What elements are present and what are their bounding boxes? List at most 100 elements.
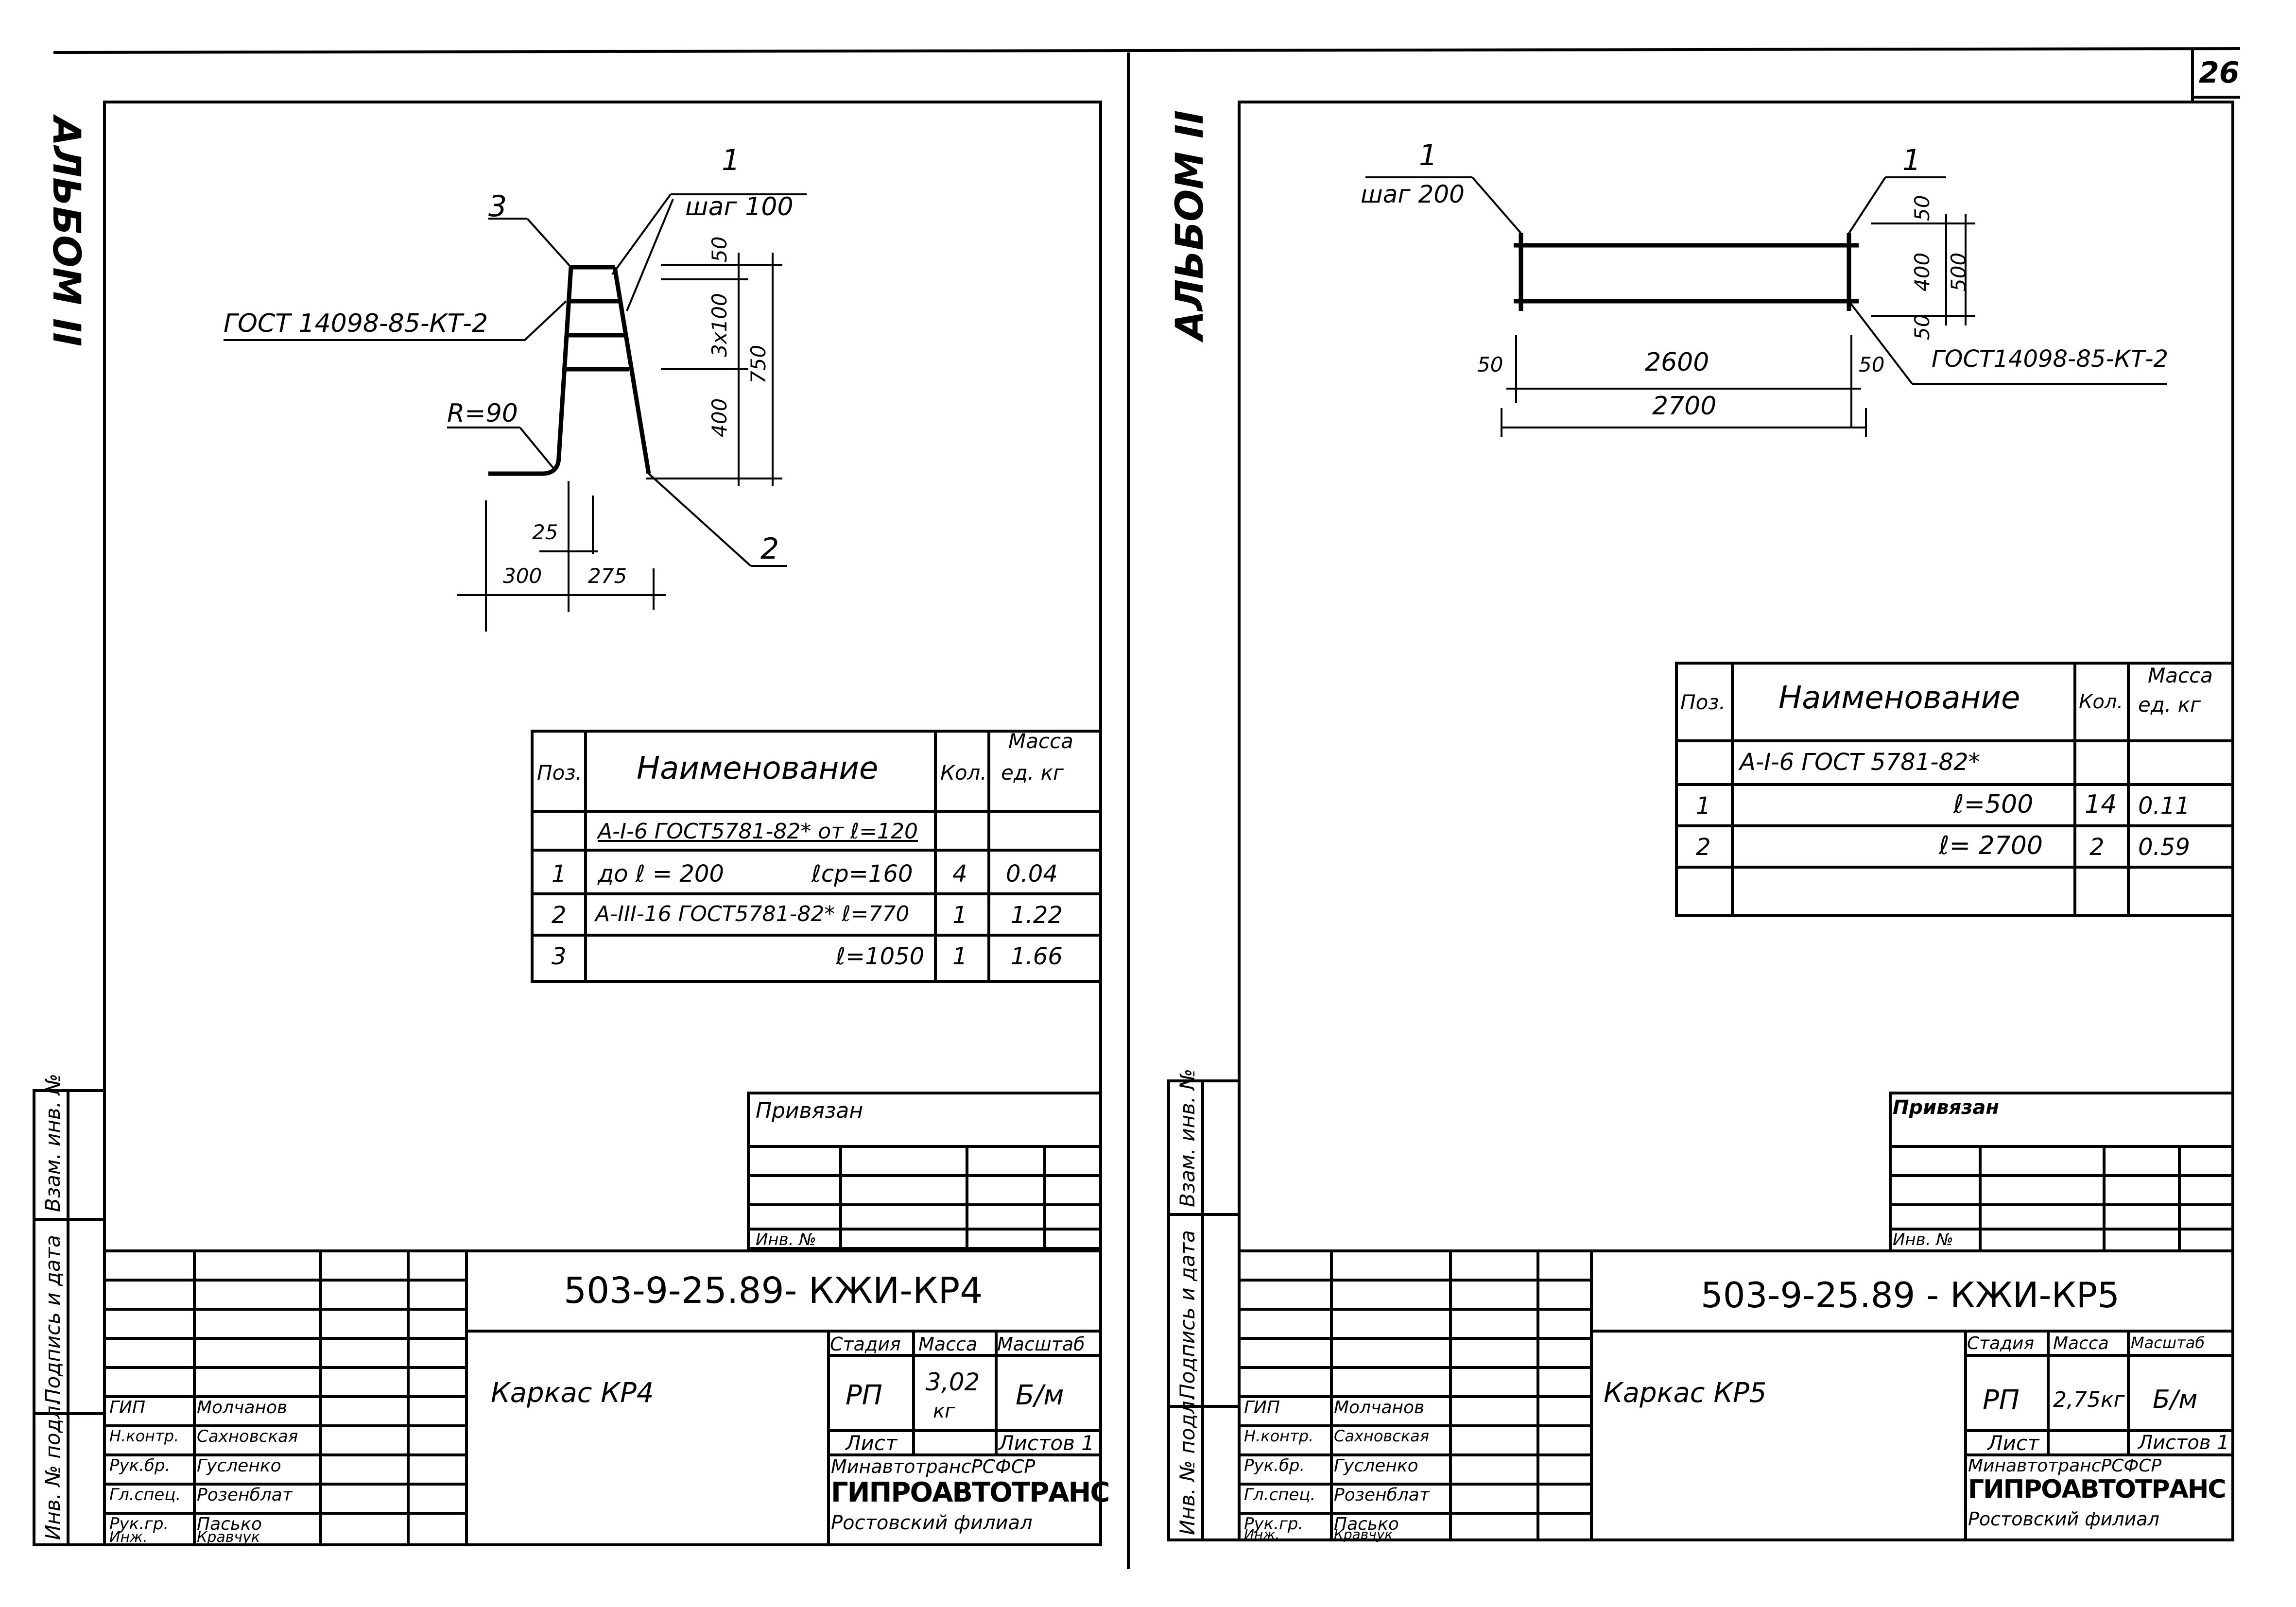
dim-300: 300	[503, 564, 542, 588]
role-rukgr-right: Рук.гр.	[1244, 1514, 1304, 1534]
spec-row-1-name: до ℓ = 200	[598, 860, 724, 888]
spec-header-pos-right: Поз.	[1680, 690, 1726, 714]
dim-400: 400	[1910, 252, 1934, 291]
spec-row-3-pos: 3	[552, 943, 567, 970]
name-gip: Молчанов	[197, 1398, 288, 1418]
organization-ministry-right: МинавтотрансРСФСР	[1968, 1456, 2162, 1476]
spec-row-2-pos: 2	[552, 902, 567, 929]
organization-branch: Ростовский филиал	[831, 1512, 1033, 1534]
role-gip-right: ГИП	[1244, 1398, 1280, 1418]
side-field-inv: Инв. № подл.	[41, 1399, 65, 1540]
position-label-1-left: 1	[1419, 138, 1438, 172]
dim-500: 500	[1947, 252, 1970, 291]
dim-3x100: 3x100	[708, 293, 731, 357]
mass-label: Масса	[918, 1333, 978, 1355]
name-inzh: Кравчук	[197, 1529, 260, 1546]
sheet-label: Лист	[846, 1431, 898, 1455]
organization-branch-right: Ростовский филиал	[1968, 1508, 2159, 1530]
dim-50: 50	[708, 236, 731, 262]
mass-value: 3,02	[926, 1368, 980, 1396]
spec-group-label: А-I-6 ГОСТ5781-82* от ℓ=120	[598, 819, 918, 844]
organization-name: ГИПРОАВТОТРАНС	[831, 1477, 1110, 1508]
dim-50-bottom: 50	[1910, 314, 1934, 340]
dim-275: 275	[588, 564, 627, 588]
name-rukgr: Пасько	[197, 1514, 262, 1534]
mass-unit: кг	[933, 1400, 955, 1422]
step-label-right: шаг 200	[1361, 180, 1465, 208]
role-glspec: Гл.спец.	[109, 1485, 181, 1504]
role-rukgr: Рук.гр.	[109, 1514, 169, 1534]
dim-2600: 2600	[1645, 348, 1709, 377]
spec-row-2-name: А-III-16 ГОСТ5781-82* ℓ=770	[595, 902, 910, 926]
name-rukgr-right: Пасько	[1334, 1514, 1399, 1534]
dim-50-right: 50	[1859, 353, 1885, 376]
dim-25: 25	[532, 520, 558, 544]
cage-kr4-drawing	[488, 265, 651, 476]
spec-header-mass: Масса	[1008, 729, 1073, 753]
position-label-2: 2	[760, 532, 779, 566]
dim-50-left: 50	[1477, 353, 1503, 376]
drawing-code-right: 503-9-25.89 - КЖИ-КР5	[1701, 1275, 2120, 1316]
spec-header-unit: ед. кг	[1001, 761, 1064, 785]
spec-row-2-mass: 1.22	[1011, 902, 1063, 929]
spec-row-1-detail: ℓср=160	[811, 860, 913, 888]
drawing-title-right: Каркас КР5	[1604, 1377, 1767, 1409]
name-nkontr-right: Сахновская	[1334, 1427, 1430, 1445]
spec-row-2-pos-right: 2	[1696, 834, 1711, 861]
spec-row-1-name-right: ℓ=500	[1953, 790, 2034, 819]
dim-400: 400	[708, 398, 731, 437]
name-gip-right: Молчанов	[1334, 1398, 1425, 1418]
album-label: АЛЬБОМ II	[44, 117, 88, 347]
role-inzh-right: Инж.	[1244, 1526, 1280, 1542]
spec-header-name: Наименование	[637, 751, 879, 786]
spec-header-pos: Поз.	[537, 761, 582, 785]
sheets-count-label: Листов 1	[999, 1431, 1094, 1455]
name-glspec: Розенблат	[197, 1485, 293, 1505]
privyazan-label-right: Привязан	[1893, 1096, 2000, 1119]
spec-row-1-mass-right: 0.11	[2138, 792, 2190, 820]
spec-row-3-mass: 1.66	[1011, 943, 1063, 970]
spec-row-2-name-right: ℓ= 2700	[1939, 831, 2043, 860]
dim-750: 750	[746, 344, 770, 384]
mass-label-right: Масса	[2053, 1333, 2109, 1353]
spec-header-unit-right: ед. кг	[2138, 693, 2201, 717]
step-label: шаг 100	[685, 192, 794, 222]
scale-label: Масштаб	[997, 1333, 1085, 1355]
role-gip: ГИП	[109, 1398, 146, 1418]
role-inzh: Инж.	[109, 1529, 148, 1546]
name-rukbr: Гусленко	[197, 1456, 281, 1476]
side-field-podp: Подпись и дата	[41, 1235, 65, 1404]
scale-label-right: Масштаб	[2131, 1333, 2205, 1352]
album-label-right: АЛЬБОМ II	[1168, 110, 1212, 340]
sheet-label-right: Лист	[1987, 1431, 2039, 1455]
sheets-count-label-right: Листов 1	[2138, 1432, 2229, 1454]
position-label-1-right: 1	[1902, 143, 1921, 177]
spec-row-3-detail: ℓ=1050	[836, 943, 925, 970]
spec-header-name-right: Наименование	[1778, 680, 2020, 716]
spec-header-qty: Кол.	[940, 761, 987, 785]
side-field-vzam-right: Взам. инв. №	[1175, 1068, 1199, 1207]
cage-kr5-drawing	[1514, 233, 1859, 311]
position-label-1: 1	[722, 143, 741, 177]
weld-standard-label: ГОСТ 14098-85-КТ-2	[224, 309, 488, 338]
stage-value-right: РП	[1983, 1385, 2020, 1416]
privyazan-label: Привязан	[756, 1098, 863, 1123]
spec-row-1-mass: 0.04	[1006, 860, 1058, 888]
drawing-title: Каркас КР4	[491, 1377, 654, 1409]
drawing-code: 503-9-25.89- КЖИ-КР4	[564, 1270, 983, 1312]
role-rukbr-right: Рук.бр.	[1244, 1456, 1305, 1475]
spec-header-mass-right: Масса	[2148, 664, 2213, 687]
name-glspec-right: Розенблат	[1334, 1485, 1430, 1505]
stage-label: Стадия	[830, 1333, 901, 1355]
weld-standard-label-right: ГОСТ14098-85-КТ-2	[1932, 345, 2169, 373]
name-rukbr-right: Гусленко	[1334, 1456, 1418, 1476]
page-number: 26	[2199, 56, 2240, 90]
role-glspec-right: Гл.спец.	[1244, 1485, 1316, 1504]
scale-value: Б/м	[1016, 1380, 1064, 1411]
spec-row-1-pos: 1	[552, 860, 567, 888]
spec-row-2-qty-right: 2	[2089, 834, 2105, 861]
bend-radius-label: R=90	[447, 399, 518, 428]
inv-number-label-right: Инв. №	[1893, 1230, 1953, 1249]
